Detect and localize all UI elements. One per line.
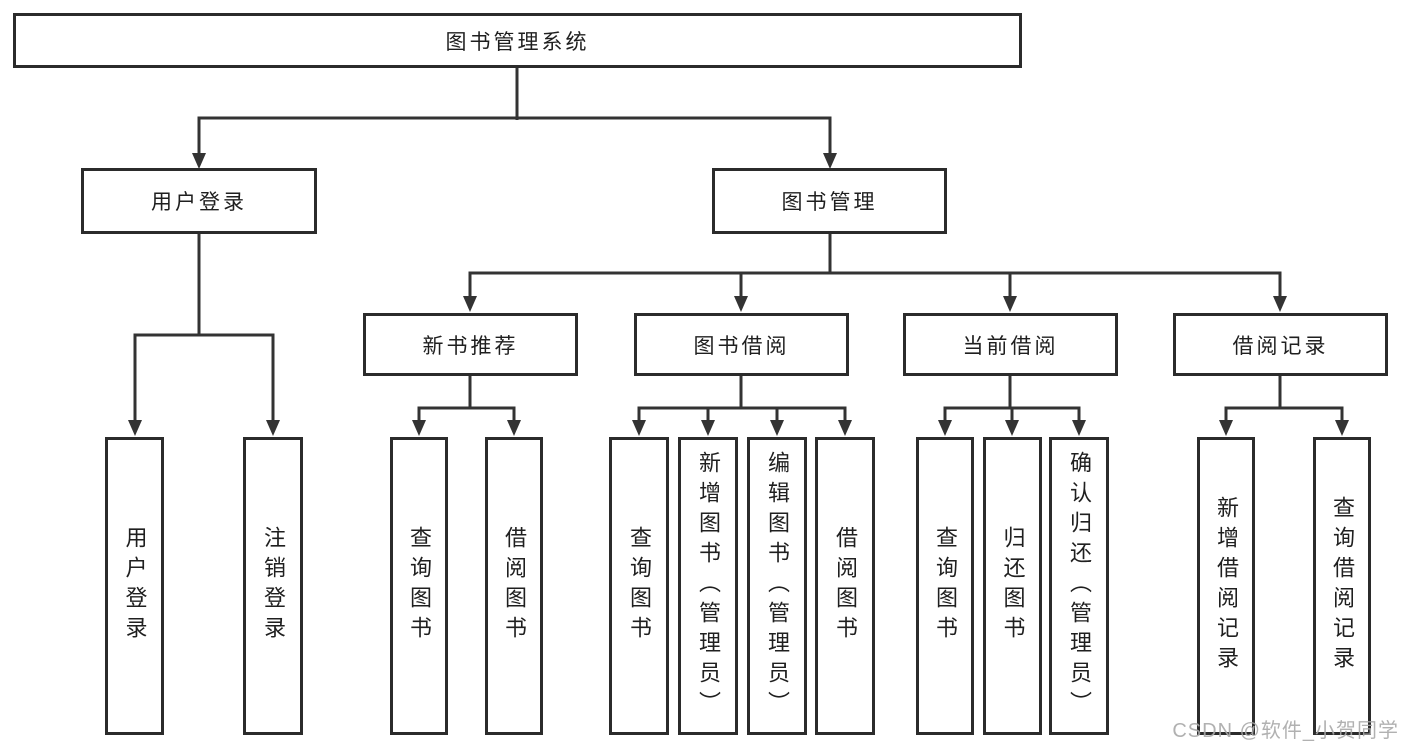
node-logout: 注销登录	[243, 437, 303, 735]
node-borrow-books-recommend: 借阅图书	[485, 437, 543, 735]
node-add-books-admin: 新增图书（管理员）	[678, 437, 738, 735]
node-book-borrowing: 图书借阅	[634, 313, 849, 376]
connector-shafts	[133, 67, 1344, 422]
node-return-books: 归还图书	[983, 437, 1042, 735]
node-search-books-borrow: 查询图书	[609, 437, 669, 735]
node-login: 用户登录	[105, 437, 164, 735]
node-user-login: 用户登录	[81, 168, 317, 234]
node-current-borrowing: 当前借阅	[903, 313, 1118, 376]
node-confirm-return-admin: 确认归还（管理员）	[1049, 437, 1109, 735]
node-borrow-books: 借阅图书	[815, 437, 875, 735]
node-library-system: 图书管理系统	[13, 13, 1022, 68]
arrowheads	[128, 153, 1349, 436]
node-edit-books-admin: 编辑图书（管理员）	[747, 437, 807, 735]
node-search-books-current: 查询图书	[916, 437, 974, 735]
node-add-borrow-record: 新增借阅记录	[1197, 437, 1255, 735]
csdn-watermark: CSDN @软件_小贺同学	[1172, 720, 1399, 742]
node-search-books-recommend: 查询图书	[390, 437, 448, 735]
node-new-book-recommend: 新书推荐	[363, 313, 578, 376]
node-search-borrow-record: 查询借阅记录	[1313, 437, 1371, 735]
node-borrowing-records: 借阅记录	[1173, 313, 1388, 376]
node-book-management: 图书管理	[712, 168, 947, 234]
